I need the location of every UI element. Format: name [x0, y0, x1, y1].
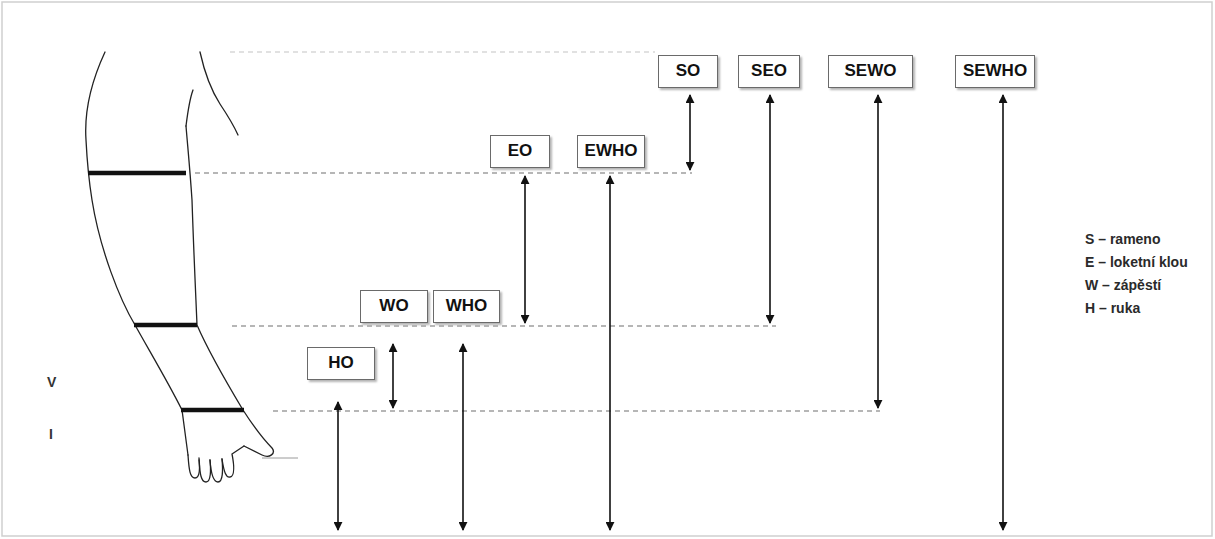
orthosis-box: SO [658, 55, 718, 88]
level-lines [195, 52, 880, 411]
range-arrows [338, 95, 1003, 530]
legend-entry: E – loketní klou [1085, 254, 1188, 271]
box-label: SEWO [845, 62, 897, 81]
level-bars [88, 173, 244, 410]
orthosis-box: WO [360, 290, 428, 323]
orthosis-box: SEWHO [955, 55, 1035, 88]
box-label: EO [508, 142, 533, 161]
margin-letter: I [49, 427, 53, 442]
arm-outline [86, 52, 274, 482]
legend-entry: S – rameno [1085, 231, 1160, 248]
margin-letter: V [47, 375, 56, 390]
legend-entry: W – zápěstí [1085, 277, 1161, 294]
box-label: HO [328, 354, 354, 373]
orthosis-box: SEWO [828, 55, 913, 88]
legend-text: H – ruka [1085, 300, 1140, 316]
orthosis-box: EWHO [577, 135, 645, 168]
box-label: SEO [751, 62, 787, 81]
box-label: EWHO [585, 142, 638, 161]
orthosis-box: WHO [433, 290, 500, 323]
legend-text: E – loketní klou [1085, 254, 1188, 270]
legend-text: W – zápěstí [1085, 277, 1161, 293]
sketch-line [262, 458, 298, 459]
box-label: WO [379, 297, 408, 316]
legend-entry: H – ruka [1085, 300, 1140, 317]
orthosis-box: EO [490, 135, 550, 168]
legend-text: S – rameno [1085, 231, 1160, 247]
orthosis-box: SEO [738, 55, 800, 88]
box-label: SO [676, 62, 701, 81]
box-label: SEWHO [963, 62, 1027, 81]
orthosis-box: HO [307, 347, 375, 380]
box-label: WHO [446, 297, 488, 316]
